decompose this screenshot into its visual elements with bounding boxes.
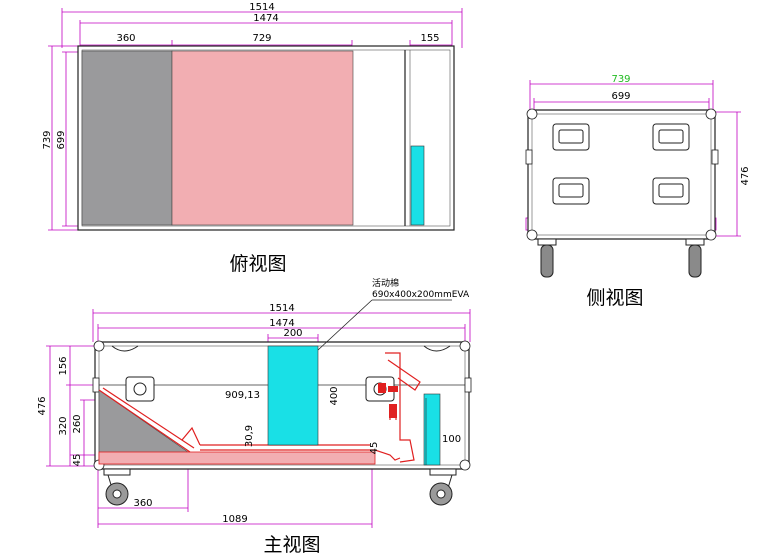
front-cyan-foam [267,345,319,446]
top-dim-overall: 1514 [249,2,274,13]
front-dim-foam-height: 400 [329,386,340,405]
front-casters [103,468,457,506]
side-dim-outer-width: 739 [611,74,630,85]
side-dim-height: 476 [740,166,751,185]
side-view-title: 侧视图 [586,287,643,309]
top-view-title: 俯视图 [229,253,286,275]
side-handles [552,123,690,205]
front-dim-small-b: 45 [369,442,380,455]
front-view-title: 主视图 [263,534,320,556]
front-dim-h-lid: 156 [58,356,69,375]
front-note-line1: 活动棉 [372,277,399,289]
front-view: 活动棉 690x400x200mmEVA 1514 1474 200 400 9… [37,277,472,556]
side-dim-inner-width: 699 [611,91,630,102]
top-dim-inner-depth: 699 [56,130,67,149]
front-dim-overall: 1514 [269,303,294,314]
front-dim-foam-width: 200 [283,328,302,339]
front-dim-h-45: 45 [72,454,83,467]
top-view: 1514 1474 360 729 155 739 699 俯视图 [42,2,463,275]
side-view: 739 699 476 侧视图 [525,74,751,309]
front-dim-h-total: 476 [37,396,48,415]
front-dim-right-block: 100 [442,434,461,445]
front-pink-tray [98,451,376,465]
front-red-structure [98,352,421,463]
front-note-line2: 690x400x200mmEVA [372,290,470,300]
top-gray-zone [81,50,173,226]
side-casters [537,238,705,278]
front-dim-inner: 1474 [269,318,294,329]
front-dim-bottom-360: 360 [133,498,152,509]
top-dim-pink: 729 [252,33,271,44]
top-dim-outer-depth: 739 [42,130,53,149]
top-dim-right: 155 [420,33,439,44]
front-dim-length-a: 909,13 [225,390,260,401]
front-dim-h-320: 320 [58,416,69,435]
top-cyan-block [410,145,425,226]
front-dim-small-a: 30,9 [244,425,255,447]
front-dim-h-260: 260 [72,414,83,433]
top-dim-gray: 360 [116,33,135,44]
front-right-block [423,393,441,466]
front-dim-bottom-1089: 1089 [222,514,247,525]
top-dim-inner: 1474 [253,13,278,24]
top-pink-zone [171,50,354,226]
